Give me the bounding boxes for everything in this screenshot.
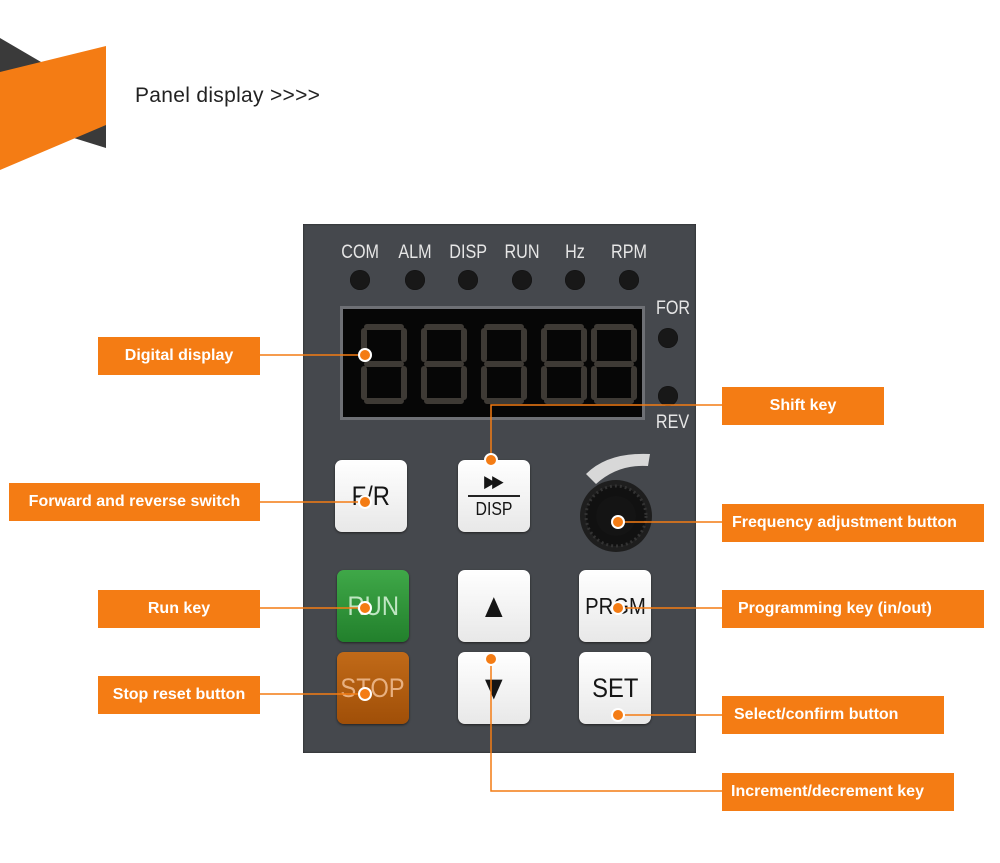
callout-programming-key: Programming key (in/out) [722,590,984,628]
callout-dot [484,652,498,666]
callout-dot [611,601,625,615]
callout-dot [484,453,498,467]
callout-dot [358,687,372,701]
callout-dot [611,515,625,529]
callout-dot [611,708,625,722]
callout-dot [358,601,372,615]
callout-select-confirm: Select/confirm button [722,696,944,734]
callout-shift-key: Shift key [722,387,884,425]
callout-increment-decrement: Increment/decrement key [722,773,954,811]
callout-frequency-adjustment: Frequency adjustment button [722,504,984,542]
callout-run-key: Run key [98,590,260,628]
callout-stop-reset: Stop reset button [98,676,260,714]
callout-dot [358,348,372,362]
callout-forward-reverse-switch: Forward and reverse switch [9,483,260,521]
callout-dot [358,495,372,509]
callout-digital-display: Digital display [98,337,260,375]
